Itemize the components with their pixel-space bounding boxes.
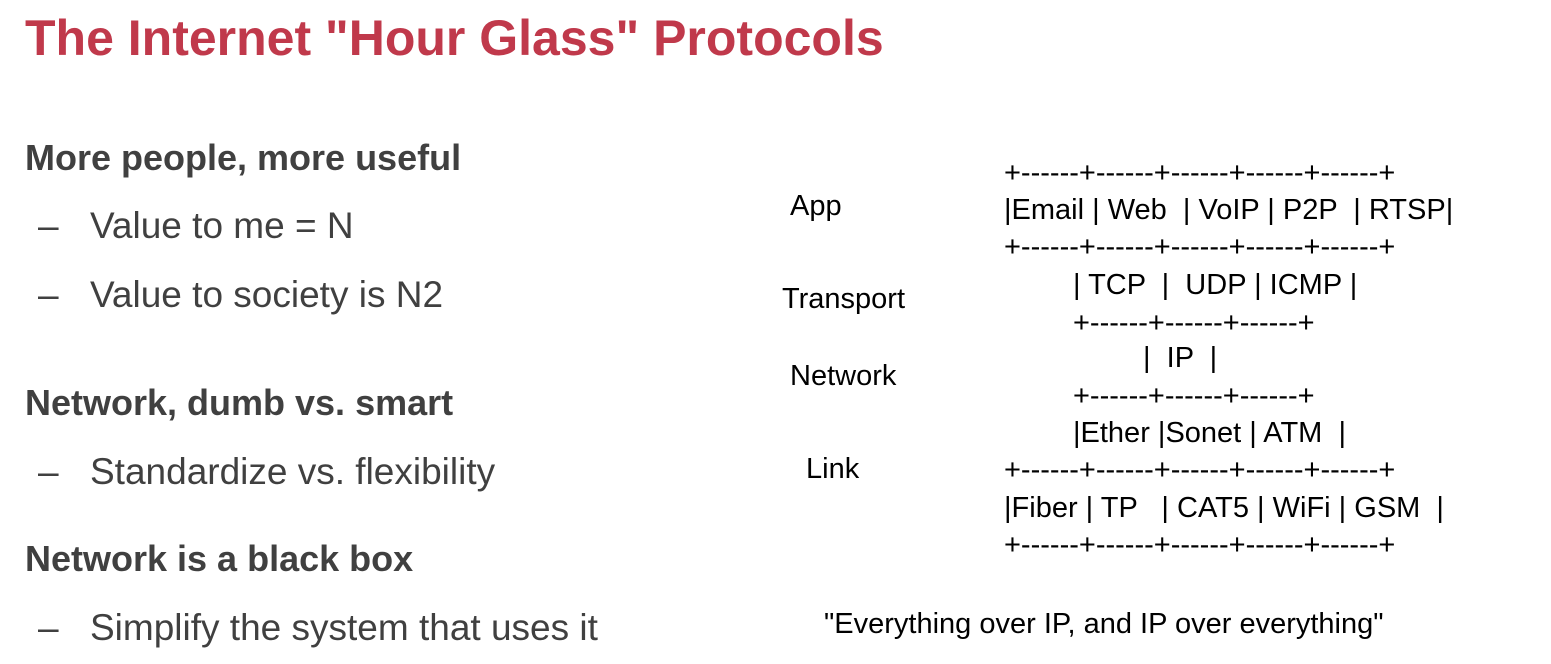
layer-label-app: App: [790, 190, 842, 222]
ascii-border-top: +------+------+------+------+------+: [1004, 157, 1396, 189]
bullet-text: Value to society is N2: [90, 274, 444, 315]
diagram-quote: "Everything over IP, and IP over everyth…: [824, 608, 1384, 640]
ascii-row-link-lower: |Fiber | TP | CAT5 | WiFi | GSM |: [1004, 492, 1444, 524]
ascii-border-link-mid: +------+------+------+------+------+: [1004, 454, 1396, 486]
layer-label-transport: Transport: [782, 283, 906, 315]
bullet-simplify: –Simplify the system that uses it: [38, 606, 598, 650]
ascii-border-bottom: +------+------+------+------+------+: [1004, 529, 1396, 561]
bullet-standardize: –Standardize vs. flexibility: [38, 450, 495, 494]
bullet-text: Standardize vs. flexibility: [90, 451, 496, 492]
section-heading-more-people: More people, more useful: [25, 137, 462, 178]
ascii-border-transport-bottom: +------+------+------+: [1073, 307, 1315, 339]
ascii-row-transport: | TCP | UDP | ICMP |: [1073, 269, 1358, 301]
layer-label-link: Link: [806, 453, 860, 485]
layer-label-network: Network: [790, 360, 897, 392]
ascii-row-app: |Email | Web | VoIP | P2P | RTSP|: [1004, 194, 1454, 226]
section-heading-network-dumb-smart: Network, dumb vs. smart: [25, 382, 454, 423]
bullet-dash: –: [38, 274, 59, 315]
ascii-border-app-bottom: +------+------+------+------+------+: [1004, 231, 1396, 263]
bullet-text: Value to me = N: [90, 205, 354, 246]
ascii-row-network: | IP |: [1143, 342, 1218, 374]
bullet-dash: –: [38, 451, 59, 492]
bullet-value-to-me: –Value to me = N: [38, 204, 354, 248]
bullet-dash: –: [38, 205, 59, 246]
section-heading-black-box: Network is a black box: [25, 538, 414, 579]
slide-title: The Internet "Hour Glass" Protocols: [25, 10, 884, 66]
bullet-value-to-society: –Value to society is N2: [38, 273, 443, 317]
ascii-row-link-upper: |Ether |Sonet | ATM |: [1073, 417, 1346, 449]
bullet-dash: –: [38, 607, 59, 648]
bullet-text: Simplify the system that uses it: [90, 607, 598, 648]
ascii-border-network-bottom: +------+------+------+: [1073, 380, 1315, 412]
